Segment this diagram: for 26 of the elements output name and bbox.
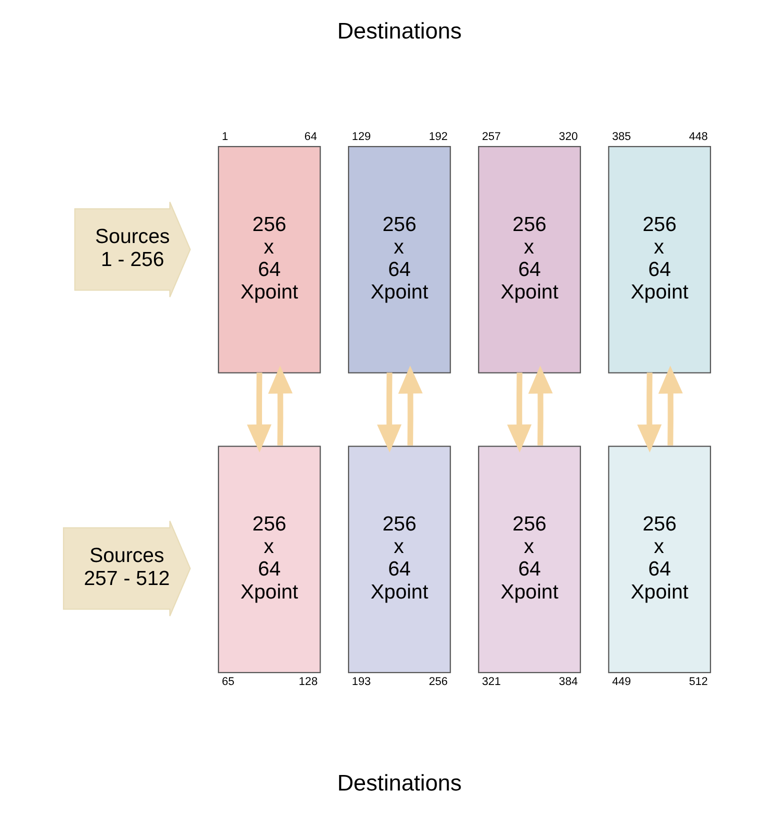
node-label: 384: [558, 676, 578, 688]
label: Destinations: [336, 18, 462, 44]
arrow: [246, 372, 271, 452]
arrow: [658, 366, 682, 446]
node-label: 321: [482, 676, 500, 688]
node-label: 449: [612, 676, 630, 688]
node-label: 512: [688, 676, 708, 688]
node-label: 320: [558, 130, 578, 143]
arrow: [268, 366, 292, 446]
node-label: 385: [612, 130, 630, 143]
node-label: 192: [428, 130, 448, 143]
arrow: [506, 372, 532, 452]
node-label: 193: [351, 676, 370, 688]
node-label: 129: [351, 130, 370, 143]
arrow: [398, 366, 422, 446]
node-label: 448: [688, 130, 708, 143]
node-label: 256: [428, 676, 448, 688]
arrow: [376, 372, 402, 452]
node-label: 64: [304, 130, 317, 143]
node-label: 1: [221, 130, 228, 143]
node-label: 128: [298, 676, 318, 688]
arrow: [528, 366, 552, 446]
arrow: [636, 372, 662, 452]
node-label: 65: [221, 676, 234, 688]
node-label: 257: [482, 130, 500, 143]
label: Destinations: [336, 770, 462, 796]
